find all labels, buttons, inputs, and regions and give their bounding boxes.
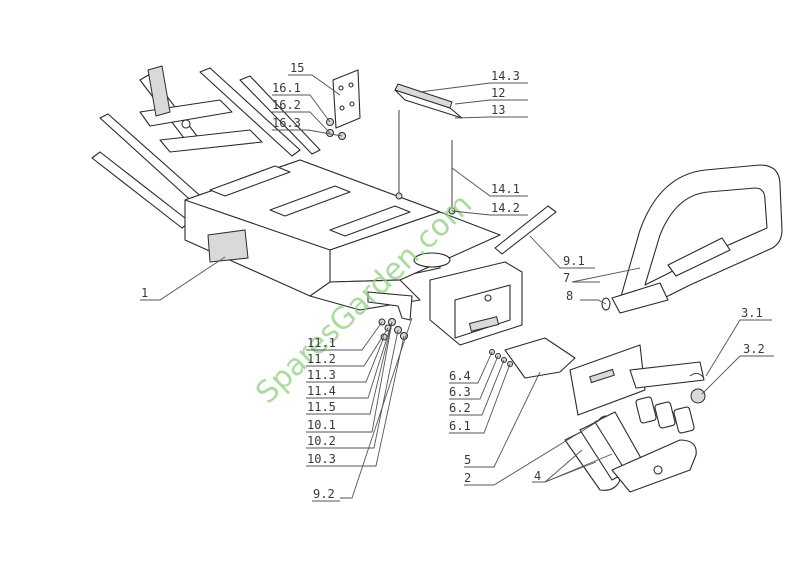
label-5: 5 [464, 453, 471, 467]
bracket-hole [349, 101, 355, 107]
frame-crossbar-a [209, 165, 291, 197]
leader-3-2 [701, 355, 772, 395]
label-10-2: 10.2 [307, 434, 336, 448]
hitch-plate-face [454, 284, 511, 339]
frame-hole [181, 119, 191, 129]
bracket-hole [338, 85, 344, 91]
label-14-1: 14.1 [491, 182, 520, 196]
label-9-1: 9.1 [563, 254, 585, 268]
label-4: 4 [534, 469, 541, 483]
label-16-2: 16.2 [272, 98, 301, 112]
label-10-1: 10.1 [307, 418, 336, 432]
leader-11-1 [338, 321, 383, 351]
bracket-15-assembly [326, 69, 361, 140]
label-11-5: 11.5 [307, 400, 336, 414]
support-bar-9-1 [494, 205, 557, 255]
label-16-3: 16.3 [272, 116, 301, 130]
frame-crossbar-c [329, 205, 411, 237]
leader-10-1 [338, 321, 393, 433]
label-6-2: 6.2 [449, 401, 471, 415]
frame-rail-lower [91, 151, 191, 229]
frame-rail-upper [199, 67, 301, 157]
leader-10-3 [338, 335, 405, 467]
leader-7 [571, 267, 641, 283]
rod-assembly [394, 83, 463, 215]
label-7: 7 [563, 271, 570, 285]
label-11-4: 11.4 [307, 384, 336, 398]
label-6-3: 6.3 [449, 385, 471, 399]
label-11-2: 11.2 [307, 352, 336, 366]
leader-8 [580, 299, 607, 305]
bumper-cross-tube [667, 237, 731, 277]
frame-crossbar-b [269, 185, 351, 217]
leader-4c [544, 453, 613, 483]
label-6-4: 6.4 [449, 369, 471, 383]
bracket-plate-5 [504, 337, 576, 379]
label-6-1: 6.1 [449, 419, 471, 433]
label-14-2: 14.2 [491, 201, 520, 215]
label-16-1: 16.1 [272, 81, 301, 95]
angle-bracket-9-2 [367, 291, 413, 321]
leader-11-3 [338, 336, 385, 383]
weights-4 [564, 396, 697, 493]
frame-cross-mid [159, 129, 263, 153]
weight-carrier-plate [569, 344, 646, 416]
label-12: 12 [491, 86, 505, 100]
frame-front-deck [329, 211, 501, 283]
hitch-slot [468, 316, 500, 332]
carrier-slot [589, 368, 615, 384]
washer-3-2 [690, 388, 706, 404]
hitch-hole [484, 294, 492, 302]
leader-11-4 [338, 321, 393, 399]
frame-front-opening [413, 252, 451, 268]
leader-1 [140, 256, 226, 301]
frame-handle-bracket [147, 65, 171, 117]
main-frame [91, 65, 523, 346]
label-underlines [140, 74, 774, 502]
label-14-3: 14.3 [491, 69, 520, 83]
weight-tab-2 [654, 401, 676, 429]
label-13: 13 [491, 103, 505, 117]
bracket-hole [339, 105, 345, 111]
label-10-3: 10.3 [307, 452, 336, 466]
clip-3-1 [689, 373, 705, 379]
frame-rail-upper2 [239, 75, 321, 155]
weight-pin-tube [629, 361, 705, 389]
frame-block [207, 229, 249, 263]
clamp-bar-14-3 [394, 83, 453, 109]
leader-9-2 [340, 317, 413, 499]
label-3-1: 3.1 [741, 306, 763, 320]
frame-cross-rear [139, 99, 233, 127]
leader-14-3 [419, 82, 528, 93]
nut-14-1-a [395, 192, 403, 200]
weight-tab-1 [635, 396, 657, 424]
bracket-hole [348, 82, 354, 88]
weight-bracket-assembly [489, 337, 706, 433]
label-11-1: 11.1 [307, 336, 336, 350]
leader-10-2 [338, 329, 399, 449]
label-15: 15 [290, 61, 304, 75]
bracket-plate-15 [332, 69, 361, 129]
label-8: 8 [566, 289, 573, 303]
weight-tab-3 [673, 406, 695, 434]
callout-labels: 1 15 16.1 16.2 16.3 14.3 12 13 14.1 14.2… [141, 61, 765, 501]
label-2: 2 [464, 471, 471, 485]
label-9-2: 9.2 [313, 487, 335, 501]
label-1: 1 [141, 286, 148, 300]
bumper-mount-tube [611, 282, 669, 314]
bumper-7 [601, 164, 783, 314]
leader-11-5 [338, 321, 393, 415]
weight-hole [653, 465, 663, 475]
leader-11-2 [338, 327, 389, 367]
label-11-3: 11.3 [307, 368, 336, 382]
label-3-2: 3.2 [743, 342, 765, 356]
weight-base [611, 439, 697, 493]
